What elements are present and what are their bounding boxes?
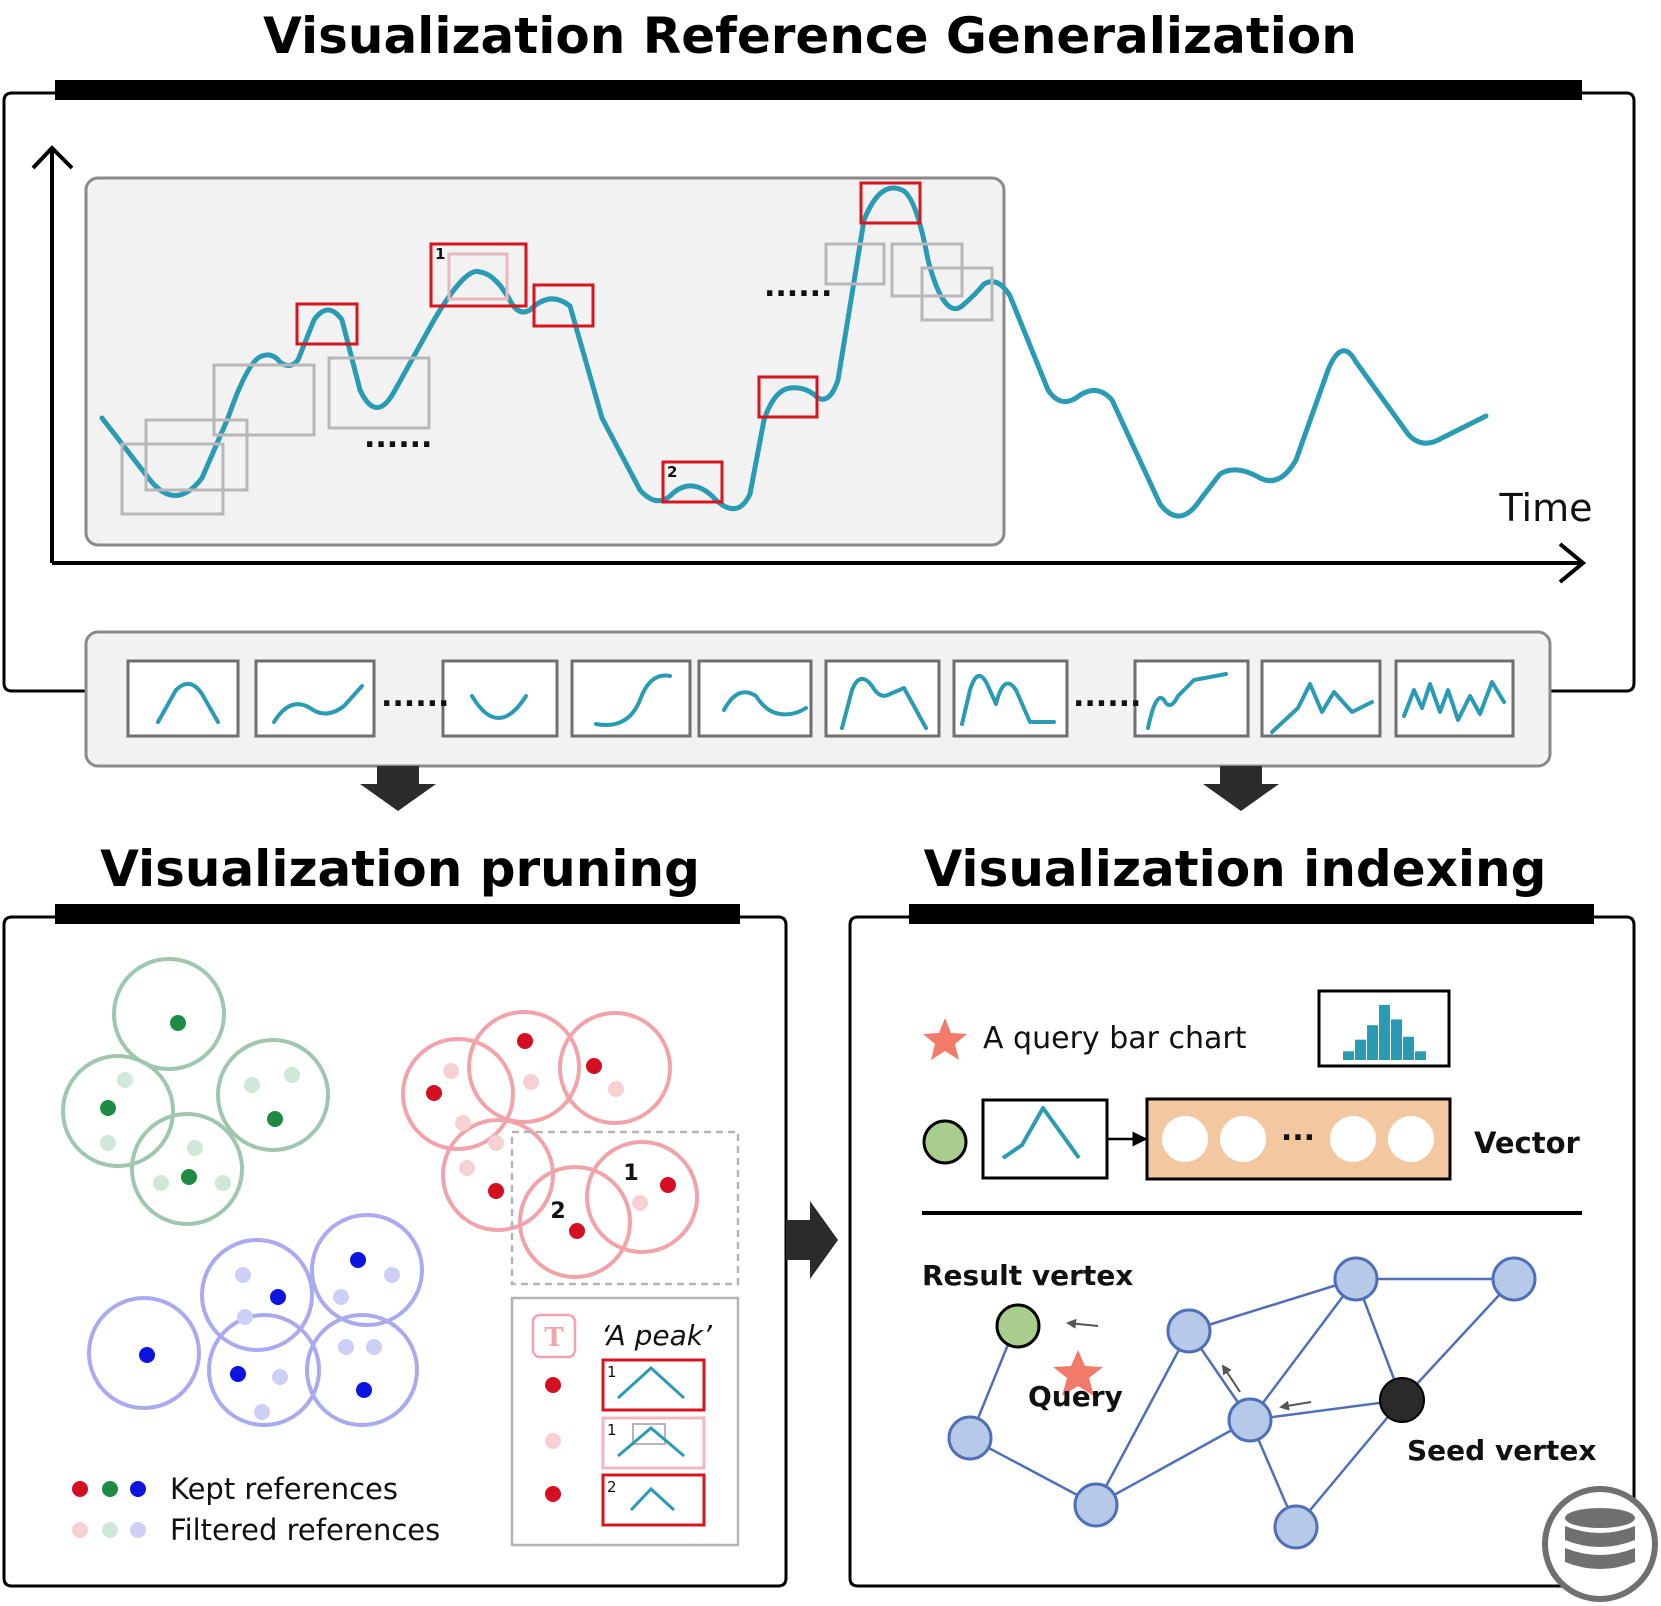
red-cluster xyxy=(401,1010,699,1279)
down-arrow-pruning xyxy=(360,766,436,811)
ellipsis-right: ...... xyxy=(764,269,832,304)
histogram-bar xyxy=(1343,1051,1354,1060)
cluster-number-2: 2 xyxy=(550,1199,565,1224)
vector-cells xyxy=(1162,1116,1434,1162)
result-vertex-node xyxy=(995,1303,1041,1349)
legend-kept-label: Kept references xyxy=(170,1472,398,1506)
card-number-filtered: 1 xyxy=(607,1421,617,1439)
histogram-bar xyxy=(1379,1004,1390,1060)
strip-ellipsis-right: ...... xyxy=(1073,679,1141,714)
card-dot-kept-1 xyxy=(545,1377,561,1393)
filtered-windows xyxy=(120,242,994,516)
reference-thumbnail-curve xyxy=(960,674,1056,726)
strip-ellipsis-left: ...... xyxy=(381,679,449,714)
legend-kept-swatches xyxy=(72,1481,146,1497)
red-points xyxy=(426,1033,676,1239)
reference-thumbnail xyxy=(697,659,813,738)
histogram-bar xyxy=(1367,1025,1378,1060)
window-region xyxy=(84,176,1006,547)
legend-filtered-swatches xyxy=(72,1522,146,1538)
histogram-bar xyxy=(1403,1036,1414,1060)
histogram-bar xyxy=(1355,1039,1366,1060)
reference-thumbnail-curve xyxy=(722,690,808,717)
seed-vertex-node xyxy=(1379,1377,1425,1423)
indexing-frame xyxy=(848,915,1636,1588)
right-arrow xyxy=(786,1201,838,1279)
green-cluster xyxy=(61,957,330,1226)
embedding-node-icon xyxy=(922,1119,968,1165)
query-star-icon xyxy=(923,1018,967,1060)
window-number-1: 1 xyxy=(435,245,445,263)
reference-thumbnail-curve xyxy=(594,673,672,727)
graph-vertices xyxy=(947,1256,1537,1550)
title-bar-generalization xyxy=(55,80,1582,100)
reference-thumbnail-curve xyxy=(156,682,220,724)
histogram-bar xyxy=(1415,1051,1426,1060)
selected-region xyxy=(510,1130,740,1286)
legend-filtered-label: Filtered references xyxy=(170,1513,440,1547)
search-path-arrows xyxy=(1066,1318,1312,1411)
title-generalization: Visualization Reference Generalization xyxy=(263,7,1357,65)
reference-thumbnail-curve xyxy=(1146,672,1228,730)
card-number-2: 2 xyxy=(607,1478,617,1496)
reference-thumbnails xyxy=(126,659,1515,738)
time-series-curve xyxy=(99,185,1489,519)
query-histogram xyxy=(1343,1004,1426,1060)
histogram-bar xyxy=(1391,1019,1402,1060)
reference-thumbnail xyxy=(570,659,692,738)
text-icon-letter: T xyxy=(544,1323,564,1353)
reference-thumbnail xyxy=(254,659,376,738)
reference-card-1 xyxy=(601,1358,706,1412)
cluster-number-1: 1 xyxy=(623,1161,638,1186)
card-dot-kept-2 xyxy=(545,1486,561,1502)
reference-thumbnail-curve xyxy=(272,684,364,724)
reference-thumbnail xyxy=(1133,659,1250,738)
text-icon xyxy=(531,1313,577,1359)
ellipsis-left: ...... xyxy=(364,420,432,455)
database-icon xyxy=(1542,1486,1658,1602)
pruning-frame xyxy=(2,915,788,1588)
title-pruning: Visualization pruning xyxy=(100,840,700,898)
vector-ellipsis: ... xyxy=(1281,1113,1315,1148)
reference-thumbnail xyxy=(441,659,559,738)
reference-thumbnail-curve xyxy=(1270,682,1374,734)
seed-vertex-label: Seed vertex xyxy=(1407,1434,1596,1467)
blue-cluster xyxy=(87,1213,424,1427)
embedding-chart-line xyxy=(1001,1106,1081,1160)
query-label: Query xyxy=(1028,1380,1123,1413)
text-query-box xyxy=(510,1296,740,1547)
blue-points xyxy=(139,1252,400,1420)
query-bar-chart-label: A query bar chart xyxy=(983,1021,1247,1056)
reference-thumbnail-curve xyxy=(1402,680,1506,722)
title-bar-indexing xyxy=(909,904,1594,924)
time-axis-label: Time xyxy=(1499,486,1593,530)
reference-thumbnail xyxy=(952,659,1069,738)
query-star-graph-icon xyxy=(1053,1350,1103,1396)
reference-thumbnail xyxy=(126,659,240,738)
title-indexing: Visualization indexing xyxy=(924,840,1547,898)
reference-card-filtered xyxy=(601,1416,706,1470)
graph-edges xyxy=(968,1277,1515,1528)
card-number-1: 1 xyxy=(607,1363,617,1381)
generalization-frame xyxy=(2,91,1636,693)
reference-thumbnail-curve xyxy=(840,677,928,730)
card-dot-filtered-1 xyxy=(545,1433,561,1449)
reference-thumbnail-curve xyxy=(470,694,528,720)
result-vertex-label: Result vertex xyxy=(922,1259,1133,1292)
kept-windows xyxy=(295,181,922,504)
reference-card-2 xyxy=(601,1473,706,1527)
text-query: ‘A peak’ xyxy=(601,1319,713,1352)
down-arrow-indexing xyxy=(1203,766,1279,811)
time-axes xyxy=(31,145,1587,584)
title-bar-pruning xyxy=(55,904,740,924)
window-number-2: 2 xyxy=(667,463,677,481)
reference-thumbnail xyxy=(1394,659,1515,738)
green-points xyxy=(100,1015,300,1191)
vector-label: Vector xyxy=(1474,1126,1581,1160)
